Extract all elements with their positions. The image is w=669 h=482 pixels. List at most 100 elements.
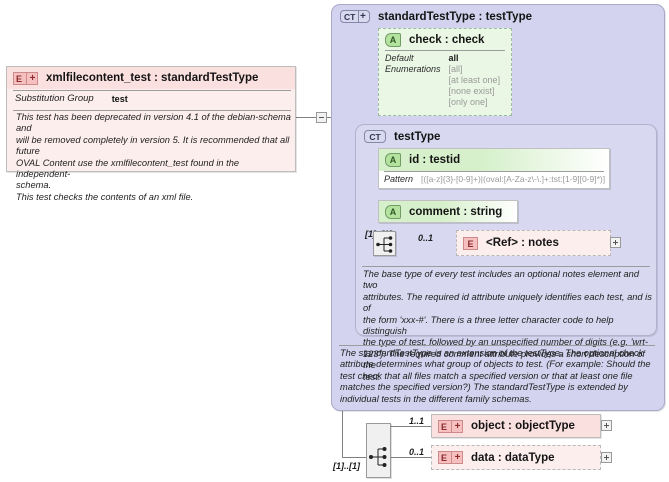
substitution-group-row: Substitution Group test [15, 93, 128, 104]
element-badge-icon: E + [438, 419, 463, 433]
connector-branch-outer-seq [342, 457, 366, 458]
doc-line: schema. [16, 180, 52, 191]
element-badge-icon: E + [13, 71, 38, 85]
doc-line: the type of test, followed by an unspeci… [363, 337, 648, 348]
doc-line: matches the specified version?) The stan… [340, 382, 628, 393]
data-cardinality: 0..1 [409, 447, 425, 457]
substitution-group-value: test [111, 93, 128, 104]
main-element-divider-2 [13, 110, 291, 111]
doc-line: test. [363, 371, 381, 382]
main-element-box[interactable]: E + xmlfilecontent_test : standardTestTy… [6, 66, 296, 202]
standardtesttype-title: standardTestType : testType [378, 10, 533, 23]
expand-toggle-object[interactable] [601, 420, 612, 431]
testtype-header: CT testType [356, 125, 656, 143]
doc-line: will be removed completely in version 5.… [16, 134, 290, 157]
outer-sequence-cardinality: [1]..[1] [333, 461, 360, 471]
testtype-documentation: The base type of every test includes an … [363, 269, 653, 383]
object-element-header: E + object : objectType [432, 415, 600, 437]
notes-cardinality: 0..1 [418, 233, 434, 243]
main-element-header: E + xmlfilecontent_test : standardTestTy… [7, 67, 295, 89]
inner-sequence-icon[interactable] [373, 231, 396, 256]
id-attribute-title: id : testid [409, 154, 461, 166]
data-element-box[interactable]: E + data : dataType [431, 445, 601, 470]
testtype-doc-divider [362, 266, 650, 267]
attribute-badge-icon: A [385, 153, 401, 167]
element-badge-icon: E + [438, 451, 463, 464]
doc-line: This test has been deprecated in version… [16, 112, 291, 134]
check-attribute-box[interactable]: A check : check Default Enumerations all… [378, 28, 512, 116]
element-badge-letter: E [441, 421, 448, 432]
id-attribute-box[interactable]: A id : testid Pattern [([a-z]{3}-[0-9]+)… [378, 148, 610, 189]
connector-outerseq-to-object [391, 426, 431, 427]
expand-plus-icon: + [454, 420, 461, 432]
badge-separator [451, 452, 452, 463]
data-element-header: E + data : dataType [432, 446, 600, 469]
doc-line: the form 'xxx-#'. There is a three lette… [363, 314, 614, 337]
object-element-box[interactable]: E + object : objectType [431, 414, 601, 438]
expand-plus-icon: + [360, 11, 366, 22]
id-attribute-facets: Pattern [([a-z]{3}-[0-9]+)|(oval:[A-Za-z… [384, 171, 606, 185]
doc-line: attributes. The required id attribute un… [363, 291, 652, 314]
comment-attribute-title: comment : string [409, 205, 503, 218]
doc-line: OVAL Content use the xmlfilecontent_test… [16, 157, 240, 180]
standardtesttype-doc-divider [339, 345, 655, 346]
badge-separator [358, 11, 359, 22]
complextype-badge-letters: CT [344, 12, 356, 22]
collapse-toggle-standardtesttype[interactable] [316, 112, 327, 123]
connector-outerseq-to-data [391, 457, 431, 458]
expand-toggle-notes[interactable] [610, 237, 621, 248]
outer-sequence-icon[interactable] [366, 423, 391, 478]
doc-line: The standardTestType is an extension of … [340, 348, 644, 358]
complextype-badge-icon: CT + [340, 10, 370, 23]
main-element-documentation: This test has been deprecated in version… [16, 112, 292, 203]
notes-element-title: <Ref> : notes [486, 237, 559, 249]
standardtesttype-header: CT + standardTestType : testType [332, 5, 664, 23]
id-pattern-value: [([a-z]{3}-[0-9]+)|(oval:[A-Za-z\-\.]+:t… [421, 174, 606, 184]
comment-attribute-header: A comment : string [379, 201, 517, 222]
expand-toggle-data[interactable] [601, 452, 612, 463]
expand-plus-icon: + [29, 72, 36, 84]
standardtesttype-documentation: The standardTestType is an extension of … [340, 348, 658, 405]
attribute-badge-icon: A [385, 204, 401, 219]
facet-label-pattern: Pattern [384, 174, 414, 184]
sequence-glyph [376, 236, 393, 253]
main-element-title: xmlfilecontent_test : standardTestType [46, 72, 259, 84]
element-badge-letter: E [16, 73, 23, 84]
enumeration-value: [none exist] [448, 86, 495, 96]
notes-element-header: E <Ref> : notes [457, 231, 610, 255]
element-badge-letter: E [441, 453, 448, 463]
enumeration-value: [only one] [448, 97, 488, 107]
doc-line: 123'). The required comment attribute pr… [363, 348, 645, 371]
doc-line: attribute determines what group of objec… [340, 359, 651, 370]
notes-element-box[interactable]: E <Ref> : notes [456, 230, 611, 256]
check-attribute-title: check : check [409, 33, 485, 46]
doc-line: individual tests in the different family… [340, 393, 532, 404]
default-value: all [448, 53, 459, 63]
expand-plus-icon: + [454, 452, 461, 463]
doc-line: test check that all files match a specif… [340, 370, 633, 381]
badge-separator [26, 72, 27, 84]
comment-attribute-box[interactable]: A comment : string [378, 200, 518, 223]
object-element-title: object : objectType [471, 420, 575, 432]
check-facet-values: all [all] [at least one] [none exist] [o… [449, 53, 501, 108]
main-element-divider-1 [13, 90, 291, 91]
connector-main-to-toggle [296, 117, 318, 118]
element-badge-icon: E [463, 236, 478, 250]
data-element-title: data : dataType [471, 451, 555, 464]
check-attribute-header: A check : check [379, 29, 511, 50]
substitution-group-label: Substitution Group [15, 93, 94, 104]
testtype-title: testType [394, 130, 441, 143]
doc-line: The base type of every test includes an … [363, 269, 639, 291]
complextype-badge-icon: CT [364, 130, 386, 143]
enumeration-value: [all] [448, 64, 463, 74]
check-facet-labels: Default Enumerations [385, 53, 441, 108]
check-attribute-facets: Default Enumerations all [all] [at least… [385, 50, 505, 108]
sequence-glyph [369, 447, 387, 467]
object-cardinality: 1..1 [409, 416, 425, 426]
facet-label-enumerations: Enumerations [385, 64, 441, 74]
facet-label-default: Default [385, 53, 414, 63]
id-attribute-header: A id : testid [379, 149, 609, 171]
attribute-badge-icon: A [385, 32, 401, 47]
badge-separator [451, 420, 452, 432]
